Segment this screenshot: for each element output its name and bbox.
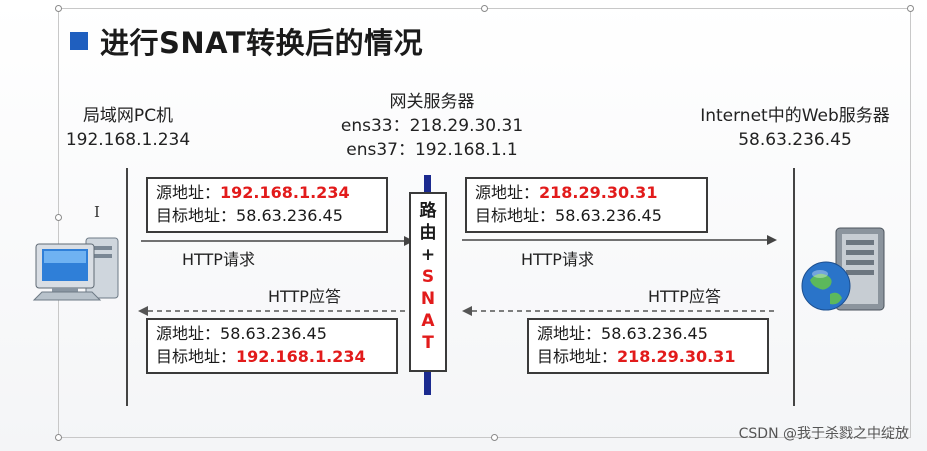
resize-handle-bm[interactable] — [491, 434, 498, 441]
web-server-ip: 58.63.236.45 — [738, 130, 852, 150]
response-arrowhead-left — [138, 306, 148, 316]
source-label: 源地址： — [156, 183, 221, 202]
response-arrowhead-right — [462, 306, 472, 316]
source-label: 源地址： — [537, 324, 602, 343]
response-label-right: HTTP应答 — [648, 287, 721, 306]
router-char-2: 由 — [419, 223, 437, 243]
router-plus: + — [420, 245, 436, 265]
request-label-right: HTTP请求 — [521, 250, 594, 269]
snat-char-n: N — [420, 289, 436, 309]
web-server-line — [793, 168, 795, 406]
left-request-box: 源地址：192.168.1.234 目标地址：58.63.236.45 — [146, 177, 388, 233]
resize-handle-tl[interactable] — [55, 5, 62, 12]
source-value: 58.63.236.45 — [601, 324, 708, 343]
lan-pc-line — [126, 168, 128, 406]
gateway-label: 网关服务器 ens33：218.29.30.31 ens37：192.168.1… — [332, 90, 532, 162]
gateway-name: 网关服务器 — [389, 92, 475, 112]
watermark: CSDN @我于杀戮之中绽放 — [738, 426, 909, 442]
web-server-icon — [801, 227, 885, 311]
target-value: 58.63.236.45 — [555, 206, 662, 225]
request-label-left: HTTP请求 — [182, 250, 255, 269]
source-label: 源地址： — [156, 324, 221, 343]
snat-char-t: T — [422, 333, 434, 353]
lan-pc-label: 局域网PC机 192.168.1.234 — [58, 104, 198, 152]
snat-char-a: A — [421, 311, 435, 331]
source-value: 218.29.30.31 — [539, 183, 658, 202]
resize-handle-bl[interactable] — [55, 434, 62, 441]
resize-handle-tr[interactable] — [907, 5, 914, 12]
target-value: 192.168.1.234 — [236, 347, 366, 366]
web-server-name: Internet中的Web服务器 — [700, 106, 890, 126]
gateway-ens37: ens37：192.168.1.1 — [346, 140, 518, 160]
router-snat-box: 路 由 + S N A T — [409, 192, 447, 372]
right-response-box: 源地址：58.63.236.45 目标地址：218.29.30.31 — [527, 318, 769, 374]
router-char-1: 路 — [419, 201, 437, 221]
web-server-label: Internet中的Web服务器 58.63.236.45 — [680, 104, 910, 152]
resize-handle-ml[interactable] — [55, 214, 62, 221]
left-response-box: 源地址：58.63.236.45 目标地址：192.168.1.234 — [146, 318, 398, 374]
lan-pc-ip: 192.168.1.234 — [65, 130, 191, 150]
text-cursor-icon: I — [94, 203, 100, 221]
gateway-ens33: ens33：218.29.30.31 — [340, 116, 524, 136]
source-value: 192.168.1.234 — [220, 183, 350, 202]
target-value: 218.29.30.31 — [617, 347, 736, 366]
target-label: 目标地址： — [537, 347, 618, 366]
target-label: 目标地址： — [475, 206, 556, 225]
source-label: 源地址： — [475, 183, 540, 202]
lan-pc-name: 局域网PC机 — [82, 106, 174, 126]
snat-char-s: S — [421, 267, 435, 287]
target-label: 目标地址： — [156, 206, 237, 225]
source-value: 58.63.236.45 — [220, 324, 327, 343]
pc-icon — [32, 237, 119, 301]
title-bullet-icon — [70, 32, 88, 50]
page-title: 进行SNAT转换后的情况 — [100, 26, 424, 60]
right-request-box: 源地址：218.29.30.31 目标地址：58.63.236.45 — [465, 177, 708, 233]
target-value: 58.63.236.45 — [236, 206, 343, 225]
response-label-left: HTTP应答 — [268, 287, 341, 306]
title-block: 进行SNAT转换后的情况 — [70, 20, 423, 62]
target-label: 目标地址： — [156, 347, 237, 366]
resize-handle-tm[interactable] — [481, 5, 488, 12]
request-arrowhead-right — [767, 235, 777, 245]
